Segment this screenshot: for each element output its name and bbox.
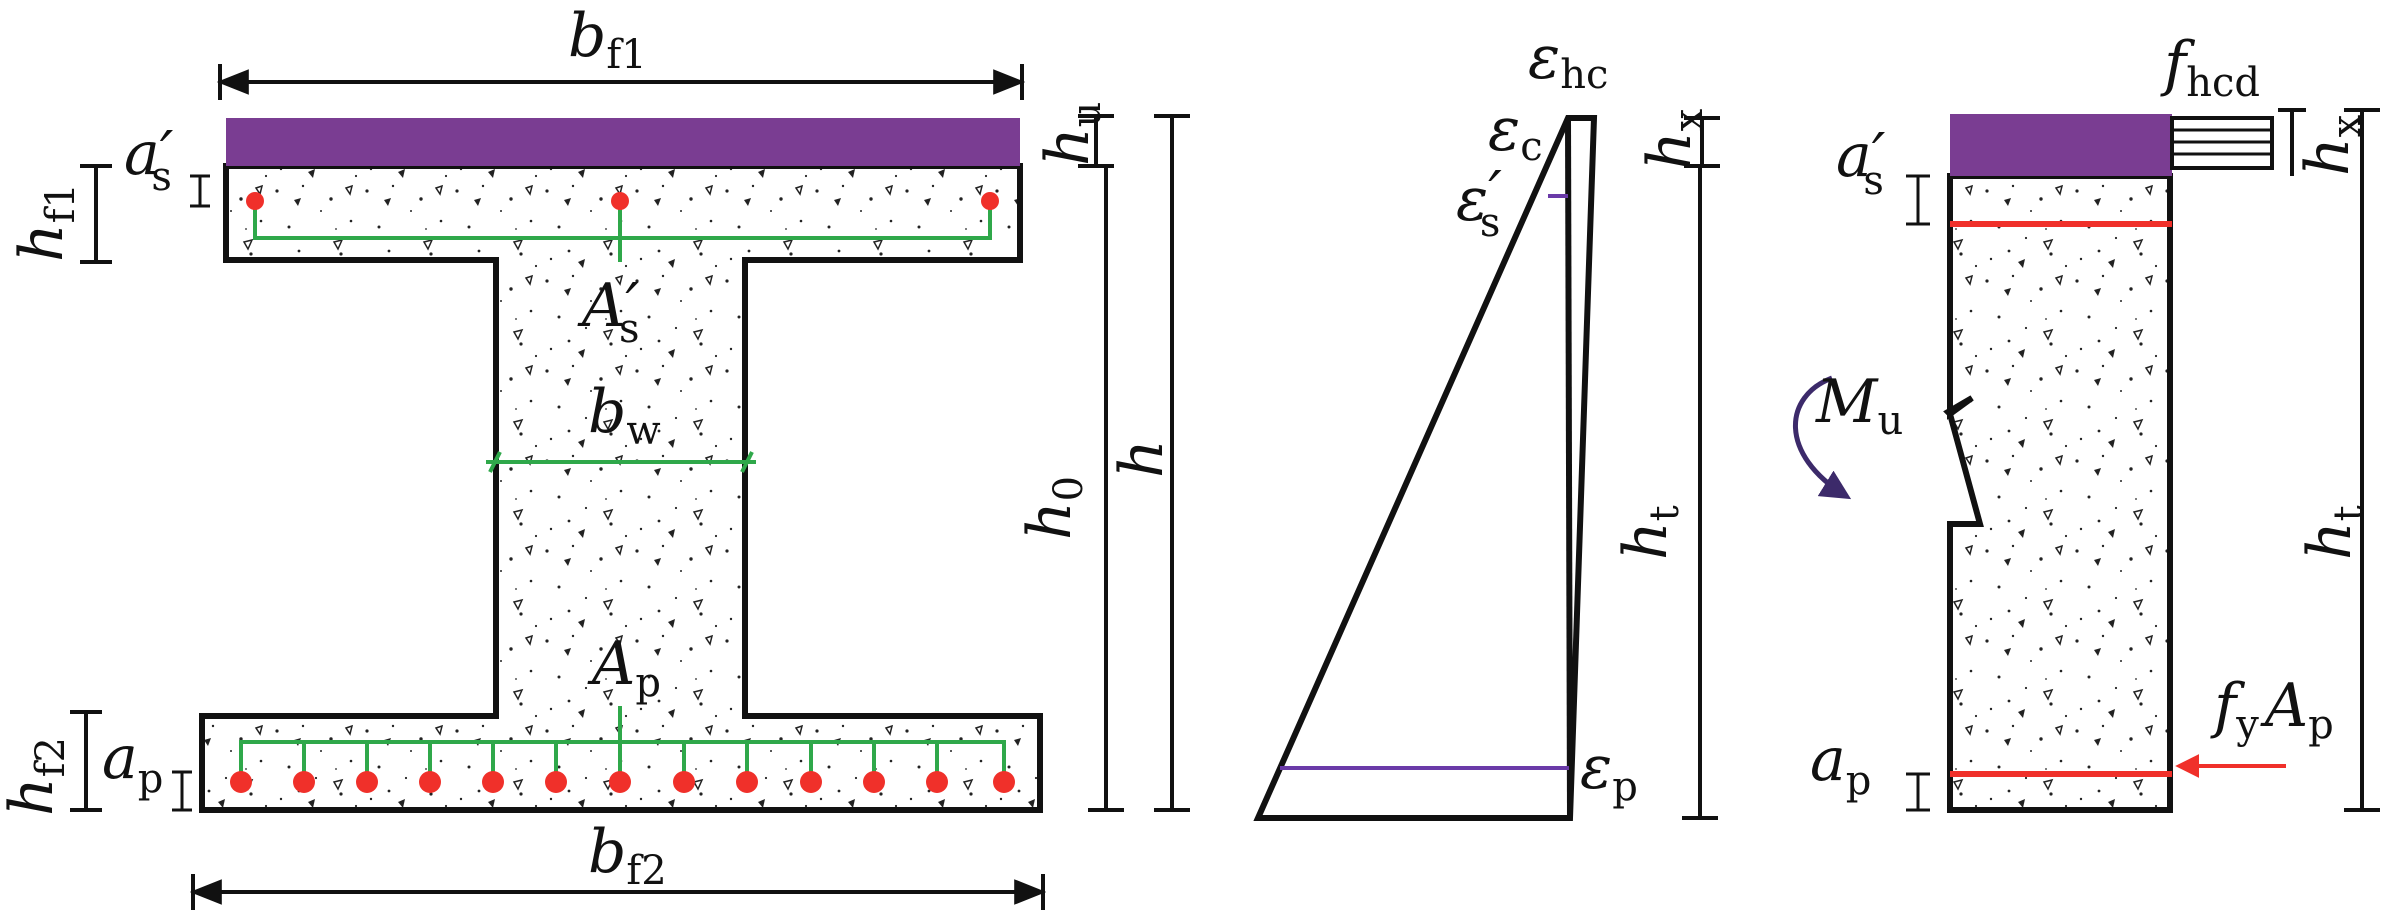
dim-h: h (1107, 114, 1190, 812)
svg-text:a′s: a′s (124, 119, 174, 200)
svg-text:hx: hx (2293, 114, 2370, 176)
top-rebar-left (246, 192, 264, 210)
svg-text:ht: ht (2295, 505, 2372, 560)
dim-ap-stress: ap (1810, 725, 1930, 812)
strain-diagram: εhc εc ε′s εp hx ht (1253, 23, 1720, 821)
dim-hx-strain: hx (1635, 108, 1720, 170)
dim-bf1: bf1 (216, 1, 1026, 100)
label-bw: bw (588, 377, 661, 454)
label-fhcd: fhcd (2160, 29, 2260, 106)
label-eps-c: εc (1488, 95, 1543, 170)
moment-arrow (1793, 375, 1852, 500)
frp-layer-right (1950, 114, 2172, 176)
svg-text:h: h (1107, 439, 1177, 478)
dim-as-prime: a′s (124, 119, 210, 208)
dim-ap: ap (102, 723, 192, 812)
svg-text:a′s: a′s (1836, 121, 1886, 204)
dim-hx-stress: hx (2278, 108, 2370, 176)
dim-ht-strain: ht (1611, 166, 1718, 820)
label-as-prime: A′s (577, 271, 640, 352)
svg-text:bf1: bf1 (568, 1, 647, 78)
top-reinforcement (253, 200, 992, 262)
fhcd-stress-block (2170, 116, 2274, 170)
svg-text:hu: hu (1033, 102, 1110, 166)
stress-block-outline (1943, 173, 2173, 813)
dim-hu: hu (1033, 102, 1114, 168)
top-rebar-right (981, 192, 999, 210)
svg-text:ap: ap (1810, 725, 1871, 804)
dim-ht-stress: ht (2295, 108, 2380, 812)
label-eps-hc: εhc (1528, 23, 1608, 98)
label-eps-p: εp (1580, 733, 1638, 810)
frp-layer-top (226, 118, 1020, 166)
svg-text:h0: h0 (1015, 476, 1092, 540)
label-ap: Ap (587, 629, 661, 706)
svg-text:ap: ap (102, 723, 163, 802)
top-rebar-middle (611, 192, 629, 210)
stress-diagram: fhcd hx ht a′s ap (1793, 29, 2380, 813)
svg-text:hf2: hf2 (0, 737, 74, 816)
dim-h0: h0 (1015, 166, 1124, 812)
strain-triangle (1253, 115, 1598, 821)
svg-text:bf2: bf2 (588, 817, 667, 894)
dim-hf2: hf2 (0, 710, 102, 816)
dim-hf1: hf1 (7, 164, 112, 264)
dim-as-prime-stress: a′s (1836, 121, 1930, 226)
svg-text:hx: hx (1635, 108, 1712, 170)
label-mu: Mu (1815, 367, 1903, 444)
i-section: bf1 bf2 hf1 a′s hf2 (0, 1, 1190, 910)
label-eps-s-prime: ε′s (1456, 159, 1502, 246)
i-section-outline (199, 163, 1043, 813)
bottom-rebars (230, 771, 1015, 793)
dim-bf2: bf2 (189, 817, 1047, 910)
svg-text:ht: ht (1611, 505, 1688, 560)
svg-text:hf1: hf1 (7, 183, 84, 262)
